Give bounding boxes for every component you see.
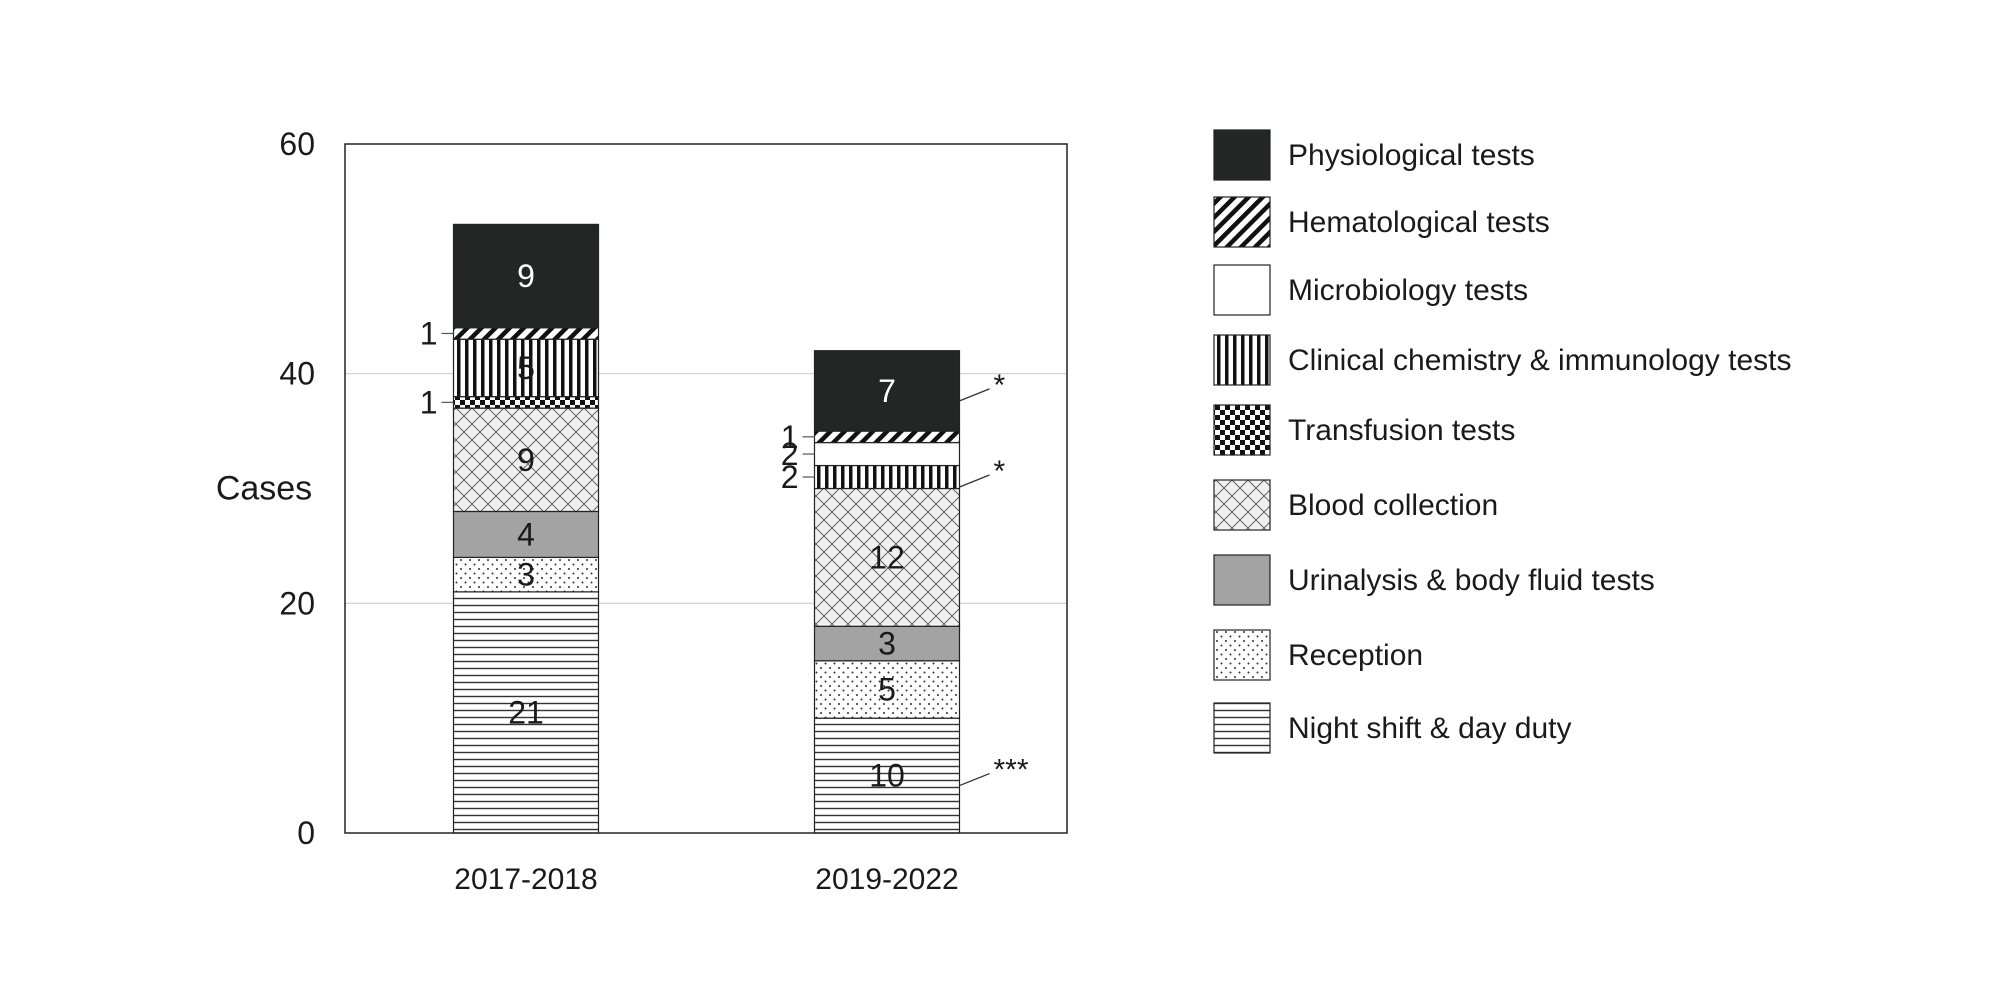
bar-segment-blood-collection-2017-2018 xyxy=(452,407,600,513)
bar-segment-clinical-chemistry-immunology-tests-2019-2022 xyxy=(813,464,961,490)
data-label-transfusion-tests-2017-2018: 1 xyxy=(420,384,438,420)
bar-segment-physiological-tests-2017-2018 xyxy=(452,223,600,329)
data-label-night-shift-day-duty-2019-2022: 10 xyxy=(869,758,905,794)
bar-segment-urinalysis-body-fluid-tests-2019-2022 xyxy=(813,625,961,662)
legend-swatch-blood-collection xyxy=(1213,479,1271,531)
data-label-reception-2017-2018: 3 xyxy=(517,557,535,593)
data-label-reception-2019-2022: 5 xyxy=(878,671,896,707)
legend-label-urinalysis-body-fluid-tests: Urinalysis & body fluid tests xyxy=(1288,564,1655,597)
data-label-microbiology-tests-2019-2022: 2 xyxy=(781,436,799,472)
bar-segment-night-shift-day-duty-2017-2018 xyxy=(452,591,600,834)
legend-swatch-microbiology-tests xyxy=(1213,264,1271,316)
y-tick-0: 0 xyxy=(297,815,315,851)
y-axis-ticks: 0 20 40 60 xyxy=(279,126,315,851)
y-tick-60: 60 xyxy=(279,126,315,162)
y-tick-20: 20 xyxy=(279,585,315,621)
x-category-2019-2022: 2019-2022 xyxy=(815,863,958,896)
data-label-physiological-tests-2019-2022: 7 xyxy=(878,373,896,409)
bar-segment-urinalysis-body-fluid-tests-2017-2018 xyxy=(452,510,600,559)
data-label-urinalysis-body-fluid-tests-2017-2018: 4 xyxy=(517,516,535,552)
legend-label-night-shift-day-duty: Night shift & day duty xyxy=(1288,712,1571,745)
legend-label-hematological-tests: Hematological tests xyxy=(1288,206,1550,239)
legend-swatch-urinalysis-body-fluid-tests xyxy=(1213,554,1271,606)
bar-segment-hematological-tests-2019-2022 xyxy=(813,430,961,444)
legend-swatch-physiological-tests xyxy=(1213,129,1271,181)
data-label-hematological-tests-2019-2022: 1 xyxy=(781,419,799,455)
significance-leader-clinical-chemistry-immunology-tests-2019-2022 xyxy=(959,474,990,488)
significance-marker-night-shift-day-duty-2019-2022: *** xyxy=(994,754,1029,787)
legend-swatch-clinical-chemistry-immunology-tests xyxy=(1213,334,1271,386)
y-axis-label: Cases xyxy=(216,470,312,508)
data-label-clinical-chemistry-immunology-tests-2019-2022: 2 xyxy=(781,459,799,495)
x-category-2017-2018: 2017-2018 xyxy=(454,863,597,896)
bar-segment-reception-2019-2022 xyxy=(813,660,961,719)
significance-marker-physiological-tests-2019-2022: * xyxy=(994,369,1006,402)
x-axis-categories: 2017-2018 2019-2022 xyxy=(454,863,958,896)
bar-segment-clinical-chemistry-immunology-tests-2017-2018 xyxy=(452,338,600,398)
legend-label-physiological-tests: Physiological tests xyxy=(1288,139,1535,172)
legend-swatch-transfusion-tests xyxy=(1213,404,1271,456)
data-label-urinalysis-body-fluid-tests-2019-2022: 3 xyxy=(878,626,896,662)
legend-label-clinical-chemistry-immunology-tests: Clinical chemistry & immunology tests xyxy=(1288,344,1791,377)
legend-swatch-hematological-tests xyxy=(1213,196,1271,248)
y-tick-40: 40 xyxy=(279,356,315,392)
legend-label-transfusion-tests: Transfusion tests xyxy=(1288,414,1515,447)
data-label-night-shift-day-duty-2017-2018: 21 xyxy=(508,694,544,730)
bar-segment-blood-collection-2019-2022 xyxy=(813,487,961,627)
bar-segment-physiological-tests-2019-2022 xyxy=(813,350,961,432)
data-label-hematological-tests-2017-2018: 1 xyxy=(420,315,438,351)
bar-segment-night-shift-day-duty-2019-2022 xyxy=(813,717,961,834)
legend-swatch-night-shift-day-duty xyxy=(1213,702,1271,754)
bar-segment-transfusion-tests-2017-2018 xyxy=(452,396,600,409)
plot-frame xyxy=(344,143,1068,834)
data-label-clinical-chemistry-immunology-tests-2017-2018: 5 xyxy=(517,350,535,386)
significance-leader-physiological-tests-2019-2022 xyxy=(959,388,990,402)
significance-leader-night-shift-day-duty-2019-2022 xyxy=(959,772,990,787)
legend-swatch-reception xyxy=(1213,629,1271,681)
legend-label-blood-collection: Blood collection xyxy=(1288,489,1498,522)
data-label-blood-collection-2017-2018: 9 xyxy=(517,442,535,478)
data-label-blood-collection-2019-2022: 12 xyxy=(869,539,905,575)
data-label-physiological-tests-2017-2018: 9 xyxy=(517,258,535,294)
legend-label-microbiology-tests: Microbiology tests xyxy=(1288,274,1528,307)
bar-segment-hematological-tests-2017-2018 xyxy=(452,327,600,340)
bar-segment-microbiology-tests-2019-2022 xyxy=(813,441,961,467)
legend-label-reception: Reception xyxy=(1288,639,1423,672)
bars-group xyxy=(452,223,961,834)
significance-marker-clinical-chemistry-immunology-tests-2019-2022: * xyxy=(994,455,1006,488)
